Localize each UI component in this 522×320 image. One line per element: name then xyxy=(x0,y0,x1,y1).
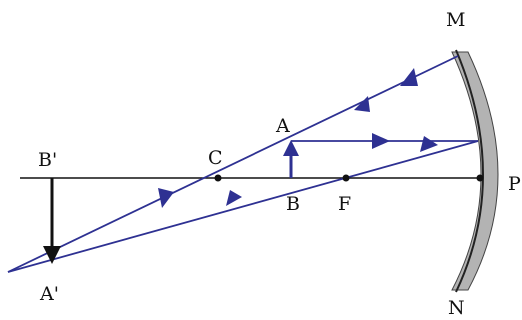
pole-point xyxy=(476,174,484,182)
ray-arrowhead xyxy=(420,136,438,152)
label-C: C xyxy=(208,147,223,169)
label-B-prime: B' xyxy=(38,149,57,171)
label-F: F xyxy=(338,193,351,215)
focus-point xyxy=(342,174,350,182)
concave-mirror xyxy=(451,51,499,291)
ray-through-center xyxy=(7,55,459,273)
object-arrowhead xyxy=(283,140,299,156)
label-N: N xyxy=(448,297,465,319)
ray-arrowhead xyxy=(400,68,418,86)
ray-reflected-through-focus xyxy=(7,140,479,273)
ray-arrowhead xyxy=(354,96,370,112)
image-arrowhead xyxy=(43,246,61,264)
label-P: P xyxy=(508,173,521,195)
ray-arrowhead xyxy=(372,133,390,149)
label-M: M xyxy=(446,9,465,31)
label-A-prime: A' xyxy=(39,283,59,305)
mirror-reflecting-edge xyxy=(455,49,484,293)
ray-arrowhead xyxy=(226,190,242,206)
label-A: A xyxy=(275,115,290,137)
label-B: B xyxy=(286,193,300,215)
center-of-curvature-point xyxy=(214,174,222,182)
ray-arrowhead xyxy=(158,188,174,208)
